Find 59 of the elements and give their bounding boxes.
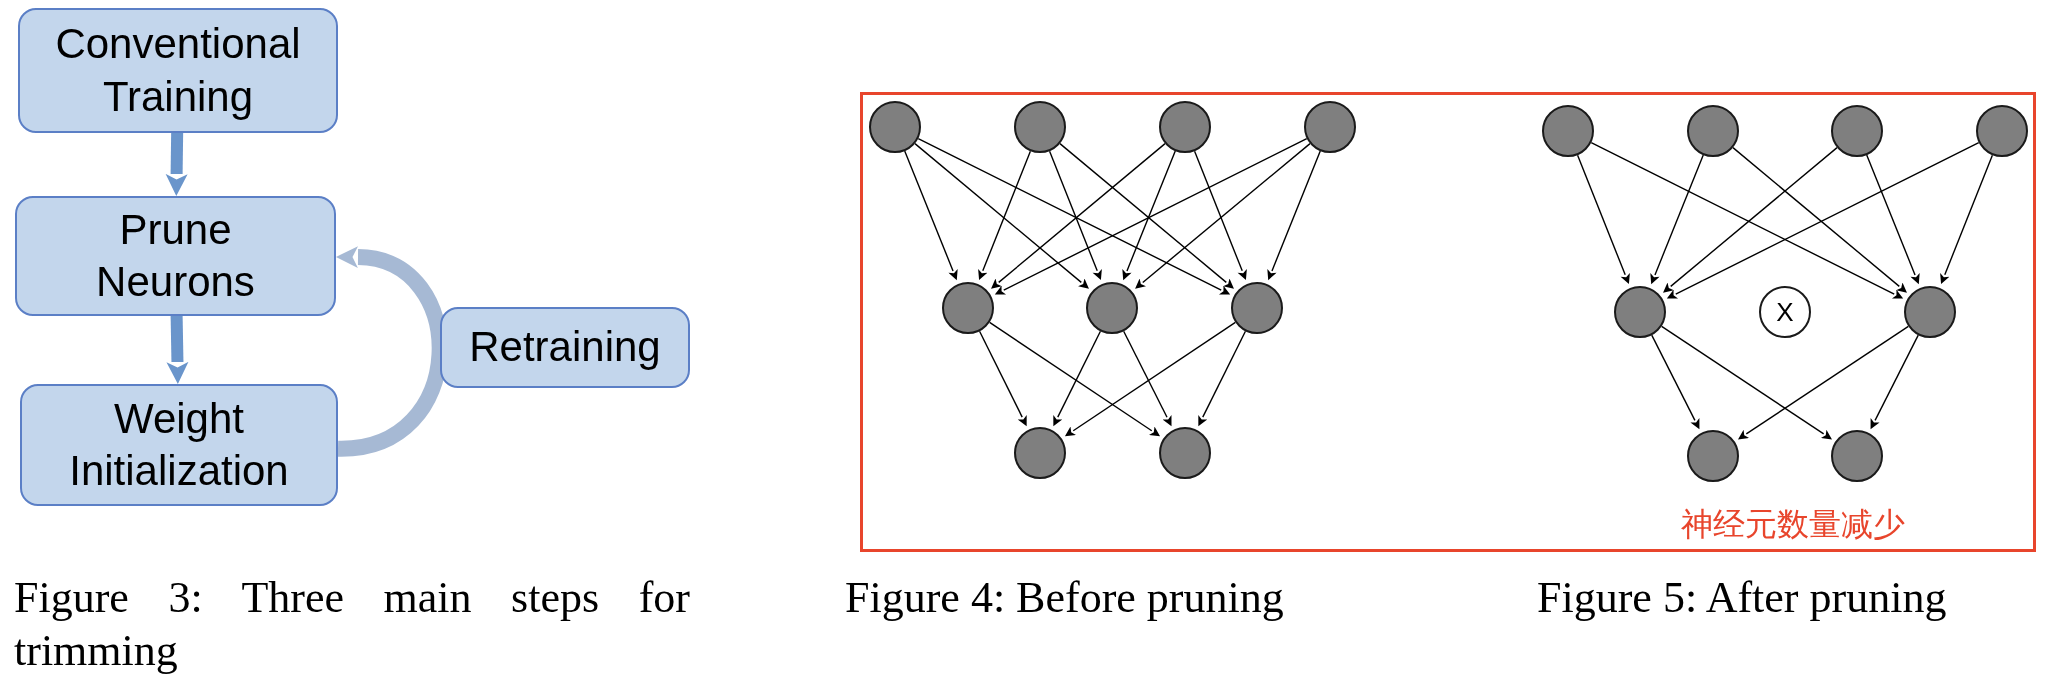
figure-caption: Figure 5: After pruning <box>1537 572 1948 624</box>
removed-neuron-circle: X <box>1759 286 1811 338</box>
neuron-circle <box>1304 101 1356 153</box>
arrow <box>1198 330 1247 427</box>
arrow <box>991 142 1166 289</box>
arrow <box>1048 150 1102 281</box>
neuron-circle <box>1231 282 1283 334</box>
neuron-circle <box>1687 105 1739 157</box>
arrow <box>1576 154 1630 285</box>
neuron-circle <box>942 282 994 334</box>
neuron-circle <box>1687 430 1739 482</box>
neuron-circle <box>1976 105 2028 157</box>
neuron-circle <box>1159 101 1211 153</box>
neuron-circle <box>1014 101 1066 153</box>
highlight-frame <box>860 92 2036 552</box>
neuron-circle <box>1014 427 1066 479</box>
arrow <box>994 137 1308 295</box>
process-box: Conventional Training <box>18 8 338 133</box>
arrow <box>1064 321 1237 437</box>
process-box: Weight Initialization <box>20 384 338 506</box>
arrow <box>1738 325 1910 440</box>
arrow <box>1940 154 1994 285</box>
arrow <box>1870 334 1919 430</box>
neuron-circle <box>1831 105 1883 157</box>
arrow <box>165 132 188 196</box>
arrow <box>1059 142 1234 289</box>
neuron-circle <box>1614 286 1666 338</box>
neuron-circle <box>1159 427 1211 479</box>
figure-caption: Figure 4: Before pruning <box>845 572 1285 624</box>
figure-caption: Figure 3: Three main steps for trimming <box>14 572 690 677</box>
neuron-circle <box>1086 282 1138 334</box>
arrow <box>1122 150 1176 281</box>
neuron-circle <box>1542 105 1594 157</box>
arrow <box>1732 146 1907 293</box>
process-box: Retraining <box>440 307 690 388</box>
frame-note: 神经元数量减少 <box>1681 504 1905 545</box>
arrow <box>978 330 1027 427</box>
arrow <box>1193 150 1247 281</box>
arrow <box>978 150 1032 281</box>
process-box: Prune Neurons <box>15 196 336 316</box>
neuron-circle <box>1831 430 1883 482</box>
arrow <box>166 315 189 384</box>
arrow <box>1651 334 1700 430</box>
arrow <box>1123 330 1172 427</box>
arrow <box>1650 154 1704 285</box>
neuron-circle <box>1904 286 1956 338</box>
arrow <box>1267 150 1321 281</box>
arrow <box>904 150 958 281</box>
arrow <box>1590 141 1904 299</box>
arrow <box>917 137 1231 295</box>
arrow <box>1666 141 1980 299</box>
arrow <box>988 321 1161 437</box>
arrow <box>914 142 1089 289</box>
arrow <box>1135 142 1311 289</box>
arrow <box>1866 154 1920 285</box>
arrow <box>1053 330 1102 427</box>
arrow <box>1660 325 1832 440</box>
neuron-circle <box>869 101 921 153</box>
arrow <box>1663 146 1838 293</box>
